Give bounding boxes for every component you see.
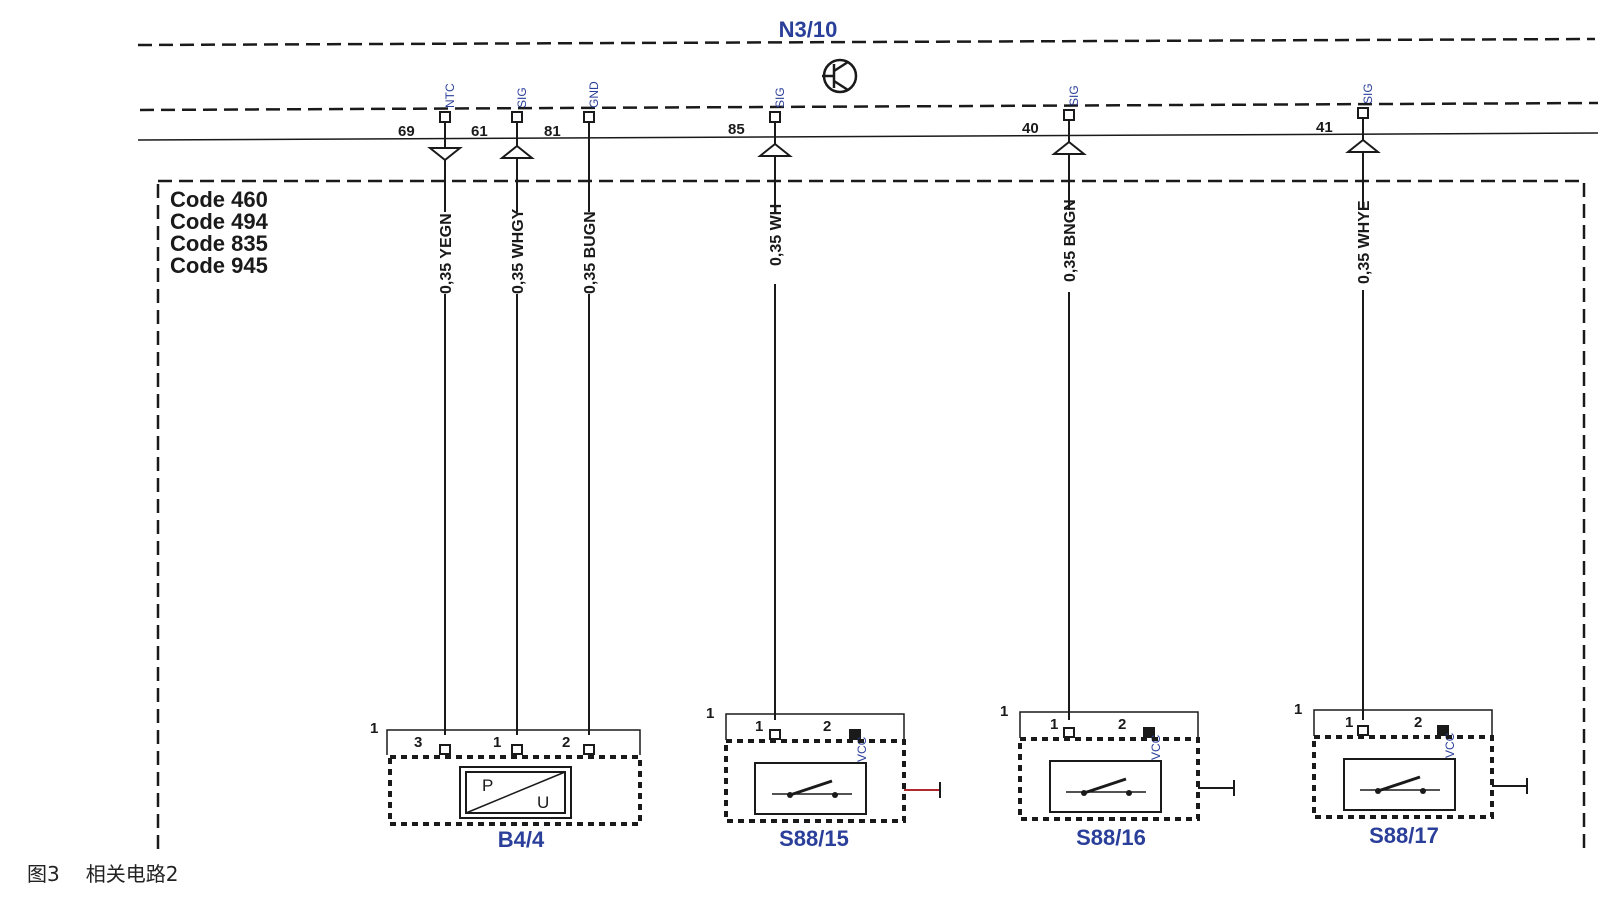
figure-caption: 图3 相关电路2: [27, 858, 204, 887]
pin-terminal-icon: [1437, 725, 1449, 736]
pin-label: 1: [1345, 714, 1353, 731]
pin-terminal-icon: [1063, 109, 1075, 121]
signal-label: SIG: [1361, 83, 1375, 104]
pin-number: 69: [398, 123, 415, 140]
wire-5: 41 SIG 0,35 WHYE: [1316, 83, 1381, 720]
wire-2: 81 GND 0,35 BUGN: [544, 81, 601, 735]
pin-terminal-icon: [439, 111, 451, 123]
sensor-symbol-top: P: [482, 776, 493, 795]
arrow-up-icon: [499, 144, 535, 159]
connector-number: 1: [706, 705, 714, 722]
code-4: Code 945: [170, 253, 268, 278]
pin-number: 41: [1316, 119, 1333, 136]
pin-terminal-icon: [769, 729, 781, 740]
figure-number: 图3: [27, 862, 60, 886]
component-b4-4: 1 3 1 2 P U B4/4: [370, 720, 642, 850]
arrow-down-icon: [427, 147, 463, 162]
control-unit-frame: [137, 37, 1599, 112]
wire-label: 0,35 WH: [768, 204, 785, 266]
pin-terminal-icon: [1063, 727, 1075, 738]
pin-number: 81: [544, 123, 561, 140]
wire-label: 0,35 BUGN: [582, 211, 599, 294]
pin-label: 2: [823, 718, 831, 735]
component-id: S88/17: [1369, 823, 1439, 848]
pin-number: 40: [1022, 120, 1039, 137]
code-3: Code 835: [170, 231, 268, 256]
pin-label: 2: [1118, 716, 1126, 733]
wire-4: 40 SIG 0,35 BNGN: [1022, 85, 1087, 720]
pin-label: 1: [755, 718, 763, 735]
control-unit-label: N3/10: [779, 17, 838, 42]
pin-terminal-icon: [1143, 727, 1155, 738]
wire-label: 0,35 WHYE: [1356, 200, 1373, 284]
wire-3: 85 SIG 0,35 WH: [728, 87, 793, 720]
component-id: S88/15: [779, 826, 849, 850]
pin-terminal-icon: [511, 111, 523, 123]
component-s88-17: 1 1 2 VCC S88/17: [1294, 701, 1528, 848]
signal-label: SIG: [515, 87, 529, 108]
pin-terminal-icon: [439, 744, 451, 755]
pin-label: 2: [1414, 714, 1422, 731]
wire-1: 61 SIG 0,35 WHGY: [471, 87, 535, 735]
signal-label: GND: [587, 81, 601, 108]
pin-terminal-icon: [511, 744, 523, 755]
sensor-symbol-bottom: U: [537, 793, 549, 812]
code-2: Code 494: [170, 209, 269, 234]
circuit-diagram: N3/10 Code 460 Code 494 Code 835 Code 94…: [137, 17, 1599, 850]
component-id: S88/16: [1076, 825, 1146, 850]
pin-terminal-icon: [1357, 107, 1369, 119]
pin-terminal-icon: [583, 111, 595, 123]
wire-label: 0,35 YEGN: [438, 213, 455, 294]
pin-number: 85: [728, 121, 745, 138]
pin-number: 61: [471, 123, 488, 140]
signal-label: SIG: [773, 87, 787, 108]
arrow-up-icon: [1051, 140, 1087, 155]
component-s88-15: 1 1 2 VCC S88/15: [706, 705, 941, 850]
figure-title: 相关电路2: [85, 862, 179, 886]
pin-terminal-icon: [583, 744, 595, 755]
pin-label: 1: [493, 734, 501, 751]
code-1: Code 460: [170, 187, 268, 212]
connector-number: 1: [1294, 701, 1302, 718]
wire-label: 0,35 BNGN: [1062, 199, 1079, 282]
wire-label: 0,35 WHGY: [510, 208, 527, 294]
connector-number: 1: [1000, 703, 1008, 720]
pin-label: 2: [562, 734, 570, 751]
signal-label: NTC: [443, 83, 457, 108]
component-s88-16: 1 1 2 VCC S88/16: [1000, 703, 1235, 850]
connector-number: 1: [370, 720, 378, 737]
code-list: Code 460 Code 494 Code 835 Code 945: [170, 187, 269, 278]
arrow-up-icon: [1345, 138, 1381, 153]
arrow-up-icon: [757, 142, 793, 157]
wire-0: 69 NTC 0,35 YEGN: [398, 83, 463, 735]
pin-label: 1: [1050, 716, 1058, 733]
pin-terminal-icon: [849, 729, 861, 740]
component-id: B4/4: [498, 827, 545, 850]
pin-terminal-icon: [769, 111, 781, 123]
signal-label: SIG: [1067, 85, 1081, 106]
pin-terminal-icon: [1357, 725, 1369, 736]
transistor-icon: [822, 58, 858, 94]
control-unit-edge: [137, 132, 1599, 141]
pin-label: 3: [414, 734, 422, 751]
